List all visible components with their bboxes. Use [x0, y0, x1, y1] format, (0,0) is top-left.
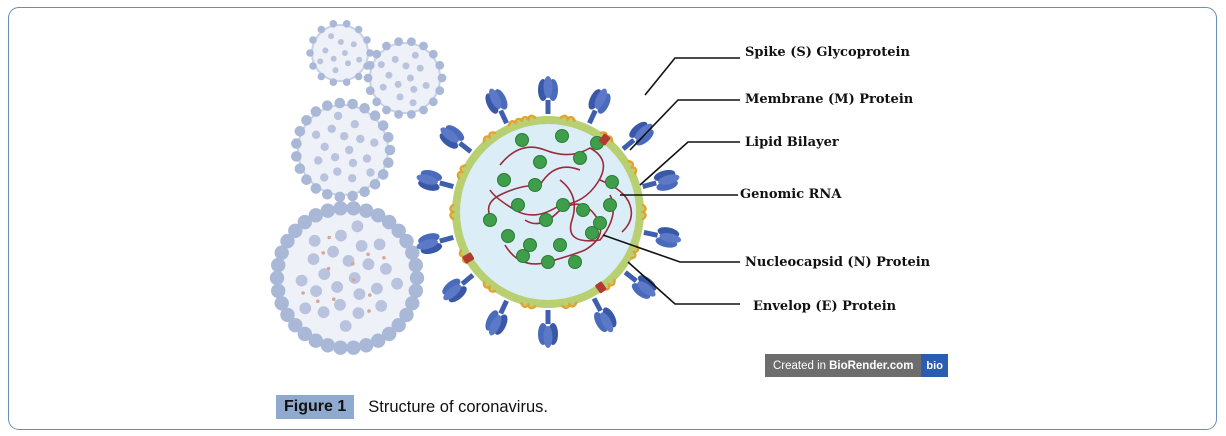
label-genomic-rna: Genomic RNA [740, 187, 842, 202]
nucleocapsid-protein [541, 255, 555, 269]
nucleocapsid-protein [585, 226, 599, 240]
figure-number: Figure 1 [276, 395, 355, 419]
spike-glycoprotein [641, 222, 684, 251]
biorender-watermark: Created in BioRender.com bio [765, 354, 948, 377]
nucleocapsid-protein [568, 255, 582, 269]
nucleocapsid-protein [515, 133, 529, 147]
biorender-logo: bio [921, 354, 948, 377]
nucleocapsid-protein [539, 213, 553, 227]
spike-glycoprotein [414, 227, 456, 257]
main-virion [414, 76, 684, 348]
spike-glycoprotein [580, 84, 615, 128]
faded-virus [291, 97, 396, 203]
spike-glycoprotein [619, 264, 662, 304]
spike-glycoprotein [640, 167, 682, 197]
spike-glycoprotein [585, 293, 621, 337]
spike-glycoprotein [481, 296, 516, 340]
nucleocapsid-protein [556, 198, 570, 212]
label-membrane-protein: Membrane (M) Protein [745, 92, 914, 107]
faded-virus [269, 201, 425, 355]
nucleocapsid-protein [528, 178, 542, 192]
membrane-protein [449, 203, 455, 221]
figure-caption-text: Structure of coronavirus. [368, 397, 548, 416]
watermark-brand: BioRender.com [829, 359, 914, 372]
leader-lines [602, 57, 740, 305]
rna-strand [487, 166, 581, 226]
nucleocapsid-protein [603, 198, 617, 212]
watermark-prefix: Created in [773, 359, 827, 372]
nucleocapsid-protein [516, 249, 530, 263]
label-nucleocapsid-protein: Nucleocapsid (N) Protein [745, 255, 931, 270]
nucleocapsid-protein [511, 198, 525, 212]
faded-virus [363, 37, 447, 119]
nucleocapsid-protein [483, 213, 497, 227]
nucleocapsid-protein [605, 175, 619, 189]
watermark-text: Created in BioRender.com [765, 354, 922, 377]
spike-glycoprotein [538, 76, 558, 114]
rna-strand [559, 179, 615, 242]
spike-glycoprotein [434, 120, 477, 160]
faded-virus-cluster [269, 20, 447, 355]
nucleocapsid-protein [523, 238, 537, 252]
label-lipid-bilayer: Lipid Bilayer [745, 135, 839, 150]
nucleocapsid-protein [593, 216, 607, 230]
label-spike-glycoprotein: Spike (S) Glycoprotein [745, 45, 910, 60]
nucleocapsid-protein [501, 229, 515, 243]
membrane-protein [641, 203, 647, 221]
spike-glycoprotein [616, 116, 659, 157]
nucleocapsid-protein [533, 155, 547, 169]
nucleocapsid-protein [573, 151, 587, 165]
nucleocapsid-protein [576, 203, 590, 217]
spike-glycoprotein [414, 167, 456, 197]
nucleocapsid-protein [555, 129, 569, 143]
nucleocapsid-protein [497, 173, 511, 187]
label-envelope-protein: Envelop (E) Protein [753, 299, 897, 314]
spike-glycoprotein [538, 310, 558, 348]
figure-caption: Figure 1 Structure of coronavirus. [276, 395, 548, 419]
faded-virus [306, 20, 374, 86]
spike-glycoprotein [437, 267, 480, 308]
nucleocapsid-protein [553, 238, 567, 252]
